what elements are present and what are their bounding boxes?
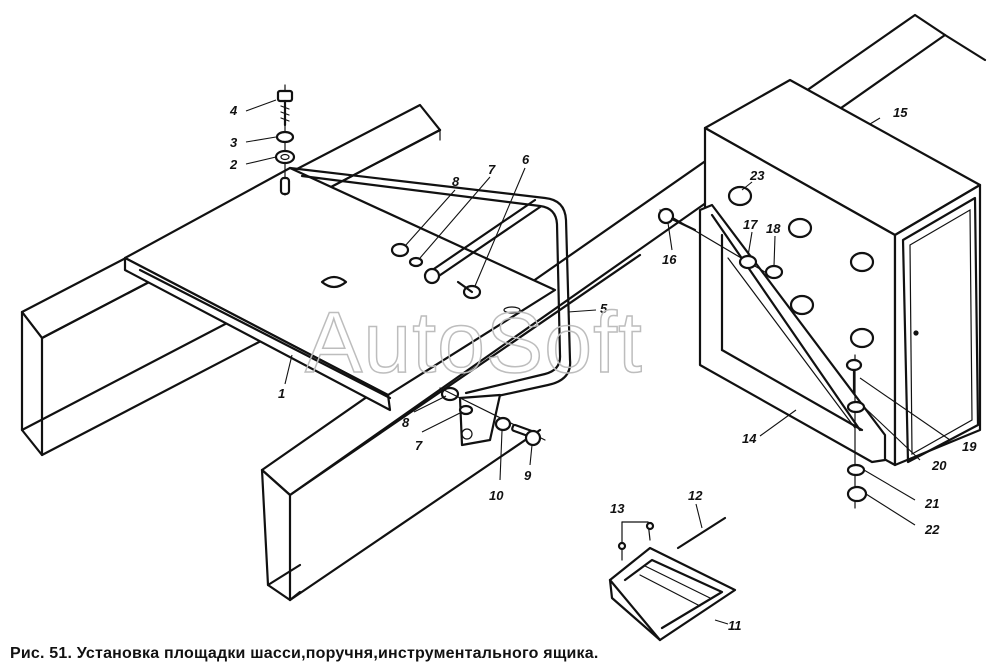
callout-4: 4	[229, 103, 238, 118]
callout-3: 3	[230, 135, 238, 150]
platform-bracket	[288, 166, 572, 447]
callout-13: 13	[610, 501, 625, 516]
callout-15: 15	[893, 105, 908, 120]
callout-12: 12	[688, 488, 703, 503]
callout-18: 18	[766, 221, 781, 236]
callout-labels: 4 3 2 8 7 6 5 1 8 7 10 9 15 23 17 18 16 …	[229, 99, 977, 633]
rod	[423, 198, 542, 285]
callout-7-top: 7	[488, 162, 496, 177]
callout-17: 17	[743, 217, 758, 232]
callout-16: 16	[662, 252, 677, 267]
platform-fasteners	[274, 84, 546, 447]
callout-20: 20	[931, 458, 947, 473]
callout-6: 6	[522, 152, 530, 167]
tool-box-plugs	[727, 185, 875, 349]
callout-23: 23	[749, 168, 765, 183]
callout-19: 19	[962, 439, 977, 454]
tool-box	[698, 78, 982, 467]
watermark: AutoSoft	[305, 295, 643, 391]
callout-5: 5	[600, 301, 608, 316]
callout-7-bottom: 7	[415, 438, 423, 453]
callout-11: 11	[728, 618, 742, 633]
callout-2: 2	[229, 157, 238, 172]
callout-8-bottom: 8	[402, 415, 410, 430]
chassis-platform	[123, 166, 557, 412]
callout-21: 21	[924, 496, 939, 511]
figure-caption: Рис. 51. Установка площадки шасси,поручн…	[10, 645, 599, 662]
callout-8-top: 8	[452, 174, 460, 189]
callout-9: 9	[524, 468, 532, 483]
callout-22: 22	[924, 522, 940, 537]
callout-1: 1	[278, 386, 285, 401]
callout-14: 14	[742, 431, 757, 446]
step	[608, 516, 737, 642]
callout-10: 10	[489, 488, 504, 503]
